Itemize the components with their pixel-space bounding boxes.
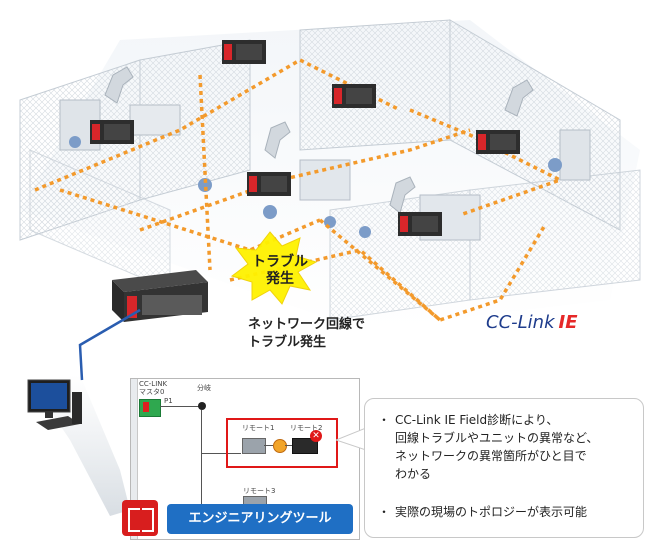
burst-text-line2: 発生 xyxy=(266,271,294,287)
branch-label: 分岐 xyxy=(197,384,211,392)
logo-main: CC-Link xyxy=(486,312,555,333)
master-station-icon-inner xyxy=(143,402,149,412)
engineering-tool-icon xyxy=(122,500,158,536)
remote1-label: リモート1 xyxy=(242,424,275,432)
note-item1-line1: CC-Link IE Field診断により、 xyxy=(395,413,559,427)
note-item1-line4: わかる xyxy=(395,467,432,481)
remote3-label: リモート3 xyxy=(243,487,276,495)
factory-floor xyxy=(19,19,641,330)
plc-units xyxy=(90,40,520,322)
fault-x-icon: ✕ xyxy=(310,430,322,442)
p1-label: P1 xyxy=(164,397,173,405)
remote2-icon xyxy=(292,438,318,454)
trouble-burst xyxy=(230,231,318,305)
master-label-1: CC-LINK xyxy=(139,380,168,388)
burst-text-line1: トラブル xyxy=(252,254,308,270)
fault-highlight-box: リモート1 リモート2 ✕ xyxy=(226,418,338,468)
master-plc xyxy=(112,270,208,322)
computer xyxy=(27,308,141,516)
remote2-label: リモート2 xyxy=(290,424,323,432)
callout-pointer xyxy=(336,428,366,451)
note-item2: 実際の現場のトポロジーが表示可能 xyxy=(395,505,588,519)
note-item1-line2: 回線トラブルやユニットの異常など、 xyxy=(395,431,599,445)
caption-line2: トラブル発生 xyxy=(248,335,327,350)
engineering-tool-label: エンジニアリングツール xyxy=(167,504,353,534)
network-lines xyxy=(34,58,565,322)
branch-node xyxy=(198,402,206,410)
caption-line1: ネットワーク回線で xyxy=(248,317,366,332)
bullet-2: ・ xyxy=(378,505,391,519)
logo-suffix: IE xyxy=(558,312,578,333)
error-connection-icon xyxy=(273,439,287,453)
explanation-callout: ・ CC-Link IE Field診断により、 回線トラブルやユニットの異常な… xyxy=(336,398,644,538)
note-item1-line3: ネットワークの異常箇所がひと目で xyxy=(395,449,587,463)
remote1-icon xyxy=(242,438,266,454)
master-label-2: マスタ0 xyxy=(139,388,165,396)
bullet-1: ・ xyxy=(378,413,391,427)
